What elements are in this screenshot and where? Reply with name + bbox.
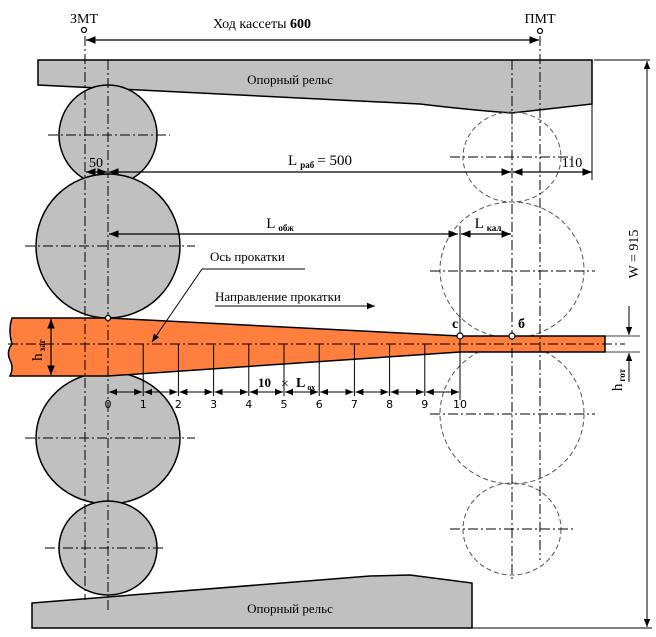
division-mark-label: 6 [316,398,323,411]
division-mark-label: 2 [175,398,182,411]
centerlines [8,36,625,610]
dim-110-label: 110 [562,156,582,171]
zmt-point-icon [80,26,88,34]
division-mark-label: 0 [105,398,112,411]
h-got-label: hгот [610,368,627,391]
axis-label: Ось прокатки [210,249,285,264]
bottom-rail-label: Опорный рельс [247,601,333,616]
division-mark-label: 5 [281,398,288,411]
pmt-label: ПМТ [524,12,556,27]
segment-count-label: 10 [258,375,271,390]
stroke-label: Ход кассеты 600 [213,17,311,32]
zmt-label: ЗМТ [70,12,98,27]
direction-label: Направление прокатки [215,289,341,304]
axis-leader-line [151,268,203,343]
point-c-label: с [452,317,458,332]
w-label: W = 915 [627,230,642,279]
h-zag-label: hзаг [30,339,47,361]
dim-50-label: 50 [89,156,103,171]
point-c-icon [456,332,464,340]
division-mark-label: 4 [245,398,252,411]
top-rail-label: Опорный рельс [247,72,333,87]
division-mark-label: 3 [210,398,217,411]
division-mark-label: 10 [453,398,467,411]
rolled-strip [7,317,606,377]
bottom-support-rail-shape [31,574,473,629]
top-support-rail [37,59,593,114]
point-b-label: б [518,317,525,332]
division-mark-label: 1 [140,398,147,411]
division-marks: 0 1 2 3 4 5 6 7 8 9 10 [105,344,467,411]
point-b-icon [508,332,516,340]
pmt-point-icon [536,27,544,35]
right-top-backup-roll [439,201,585,339]
division-mark-label: 8 [386,398,393,411]
entry-contact-point-icon [104,314,112,322]
division-mark-label: 7 [351,398,358,411]
segment-times-icon: × [281,377,289,392]
division-mark-label: 9 [421,398,428,411]
